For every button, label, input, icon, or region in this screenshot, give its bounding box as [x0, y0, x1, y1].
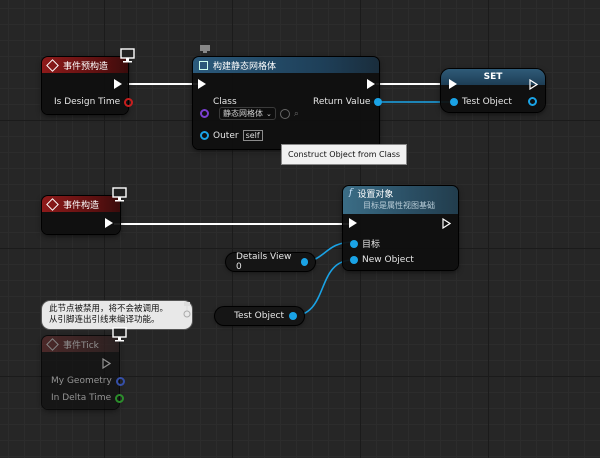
- node-title: 构建静态网格体: [213, 61, 277, 72]
- object-pin-icon: [289, 312, 297, 320]
- delta-time-pin-row[interactable]: In Delta Time: [51, 393, 125, 403]
- exec-arrow-icon: [105, 218, 113, 228]
- node-title: 事件Tick: [63, 340, 99, 351]
- exec-outline-icon: [529, 79, 538, 90]
- pin-label: In Delta Time: [51, 393, 112, 403]
- object-pin-icon: [300, 258, 308, 266]
- chevron-down-icon: ⌄: [266, 109, 272, 118]
- new-object-pin-row[interactable]: New Object: [350, 255, 414, 265]
- node-title: 事件预构造: [63, 61, 109, 72]
- exec-input-pin[interactable]: [349, 218, 357, 228]
- outer-self-field[interactable]: self: [242, 130, 263, 141]
- set-output-pin[interactable]: [528, 97, 537, 106]
- exec-arrow-icon: [367, 79, 375, 89]
- exec-input-pin[interactable]: [198, 79, 206, 89]
- exec-output-pin[interactable]: [367, 79, 375, 89]
- pin-icon[interactable]: [182, 298, 194, 318]
- float-pin-icon: [115, 393, 125, 403]
- node-title: 事件构造: [63, 200, 100, 211]
- function-icon: f: [349, 188, 353, 198]
- monitor-icon: [120, 48, 135, 63]
- class-pin-icon: [200, 109, 209, 118]
- details-view-variable[interactable]: Details View 0: [226, 252, 315, 272]
- event-diamond-icon: [46, 197, 59, 211]
- design-time-pin-row[interactable]: Is Design Time: [54, 97, 134, 107]
- exec-output-pin[interactable]: [529, 79, 538, 90]
- bool-pin-icon: [124, 97, 134, 107]
- exec-arrow-icon: [449, 79, 457, 89]
- object-pin-icon: [350, 256, 358, 264]
- exec-arrow-icon: [114, 79, 122, 89]
- class-pin-label-row: Class: [213, 97, 237, 107]
- exec-output-pin[interactable]: [102, 358, 111, 369]
- exec-output-pin[interactable]: [105, 218, 113, 228]
- pin-label: Test Object: [462, 97, 512, 107]
- node-header: 构建静态网格体: [193, 57, 379, 73]
- search-icon[interactable]: ⌕: [293, 108, 299, 119]
- monitor-icon: [112, 327, 127, 342]
- pin-label: New Object: [362, 255, 414, 265]
- event-diamond-icon: [46, 337, 59, 351]
- object-pin-icon: [374, 98, 383, 106]
- outer-pin-row[interactable]: Outer self: [200, 130, 263, 141]
- test-object-pin-row[interactable]: Test Object: [450, 97, 512, 107]
- monitor-small-icon: [200, 45, 210, 53]
- node-header: [441, 69, 545, 85]
- class-select-value: 静态网格体: [223, 109, 263, 118]
- exec-outline-icon: [102, 358, 111, 369]
- set-object-node[interactable]: f 设置对象 目标是属性视图基础 目标 New Object: [343, 186, 458, 270]
- event-tick-node[interactable]: 事件Tick My Geometry In Delta Time: [42, 336, 125, 409]
- class-pin-row[interactable]: 静态网格体 ⌄ ⌕: [200, 107, 299, 120]
- exec-outline-icon: [442, 218, 451, 229]
- set-variable-node[interactable]: SET Test Object: [441, 69, 545, 112]
- browse-circle-icon[interactable]: [279, 108, 290, 119]
- node-header: 事件预构造: [42, 57, 128, 73]
- node-title: SET: [483, 72, 503, 82]
- target-pin-row[interactable]: 目标: [350, 237, 380, 250]
- event-diamond-icon: [46, 58, 59, 72]
- object-pin-icon: [450, 98, 458, 106]
- test-object-variable[interactable]: Test Object: [215, 307, 304, 325]
- event-preconstruct-node[interactable]: 事件预构造 Is Design Time: [42, 57, 134, 114]
- node-subtitle: 目标是属性视图基础: [363, 201, 435, 210]
- object-pin-icon: [200, 131, 209, 140]
- variable-label: Test Object: [234, 311, 284, 321]
- exec-arrow-icon: [349, 218, 357, 228]
- pin-label: 目标: [362, 240, 381, 250]
- pin-label: Class: [213, 97, 237, 107]
- object-pin-icon: [350, 239, 358, 248]
- variable-label: Details View 0: [236, 252, 292, 272]
- exec-arrow-icon: [198, 79, 206, 89]
- struct-pin-icon: [115, 376, 125, 386]
- monitor-icon: [112, 187, 127, 202]
- pin-label: My Geometry: [51, 376, 112, 386]
- geometry-pin-row[interactable]: My Geometry: [51, 376, 125, 386]
- node-header: f 设置对象 目标是属性视图基础: [343, 186, 458, 214]
- class-select[interactable]: 静态网格体 ⌄: [219, 107, 276, 120]
- node-header: 事件Tick: [42, 336, 119, 352]
- construct-node-icon: [199, 60, 208, 70]
- return-value-pin-row[interactable]: Return Value: [313, 97, 383, 107]
- construct-object-node[interactable]: 构建静态网格体 Class 静态网格体 ⌄ ⌕ Return Value Out…: [193, 57, 383, 149]
- disabled-comment-bubble: 此节点被禁用，将不会被调用。 从引脚连出引线来编译功能。: [42, 301, 192, 329]
- pin-label: Return Value: [313, 97, 371, 107]
- node-title: 设置对象: [357, 189, 394, 200]
- exec-input-pin[interactable]: [449, 79, 457, 89]
- pin-label: Is Design Time: [54, 97, 121, 107]
- object-pin-icon: [528, 97, 537, 106]
- pin-label: Outer: [213, 130, 239, 141]
- construct-tooltip: Construct Object from Class: [281, 144, 408, 165]
- node-header: 事件构造: [42, 196, 120, 212]
- exec-output-pin[interactable]: [442, 218, 451, 229]
- event-construct-node[interactable]: 事件构造: [42, 196, 120, 234]
- exec-output-pin[interactable]: [114, 79, 122, 89]
